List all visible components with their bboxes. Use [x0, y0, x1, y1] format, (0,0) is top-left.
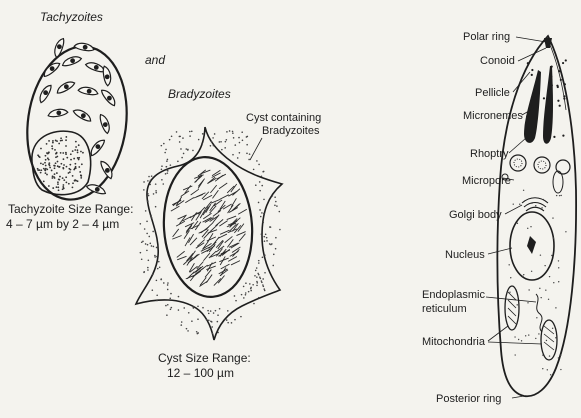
cyst-size-line1: Cyst Size Range: — [158, 351, 251, 365]
tachyzoite-cell — [74, 42, 95, 52]
and-label: and — [145, 53, 165, 67]
tachyzoite-cell — [52, 37, 65, 58]
label-micropore: Micropore — [462, 175, 511, 187]
rhoptries — [524, 66, 553, 144]
tachyzoite-cell — [72, 107, 93, 123]
leader-rhoptry — [509, 138, 526, 153]
tissue-cyst — [136, 127, 282, 340]
label-polar-ring: Polar ring — [463, 31, 510, 43]
bradyzoite-hatching — [171, 170, 247, 287]
tachyzoite-cell — [100, 87, 118, 107]
leader-pellicle — [513, 72, 530, 92]
label-micronemes: Micronemes — [463, 110, 523, 122]
leader-nucleus — [488, 248, 512, 254]
cyst-label-line2: Bradyzoites — [262, 125, 320, 137]
label-posterior-ring: Posterior ring — [436, 393, 501, 405]
label-conoid: Conoid — [480, 55, 515, 67]
cyst-size-line2: 12 – 100 µm — [167, 366, 234, 380]
tachyzoite-cell — [55, 79, 76, 95]
label-golgi-body: Golgi body — [449, 209, 502, 221]
tachyzoite-cell — [88, 137, 106, 157]
tachyzoite-cell — [98, 113, 111, 134]
label-pellicle: Pellicle — [475, 87, 510, 99]
label-nucleus: Nucleus — [445, 249, 485, 261]
tachyzoite-cell — [37, 83, 53, 104]
nucleus-shape — [510, 212, 554, 280]
tachyzoite-cell — [47, 108, 68, 118]
tachyzoite-cells — [37, 37, 118, 195]
label-rhoptry: Rhoptry — [470, 148, 509, 160]
nucleus-stipple — [37, 136, 84, 191]
endoplasmic-reticulum-shape — [536, 294, 542, 332]
tachyzoite-cell — [78, 86, 99, 96]
label-mitochondria: Mitochondria — [422, 336, 486, 348]
leader-posterior-ring — [512, 396, 524, 398]
leader-golgi-body — [505, 205, 522, 214]
tachyzoites-title: Tachyzoites — [40, 10, 103, 24]
cyst-label-line1: Cyst containing — [246, 112, 321, 124]
tachyzoite-size-line2: 4 – 7 µm by 2 – 4 µm — [6, 217, 119, 231]
label-endoplasmic: Endoplasmic — [422, 289, 485, 301]
cytoplasm-granules — [508, 190, 566, 376]
leader-polar-ring — [516, 37, 546, 42]
tachyzoite-size-line1: Tachyzoite Size Range: — [8, 202, 133, 216]
dense-granules — [510, 155, 570, 174]
leader-endoplasmic-reticulum — [486, 297, 536, 302]
bradyzoites-title: Bradyzoites — [168, 87, 231, 101]
label-reticulum: reticulum — [422, 303, 467, 315]
tachyzoite-cell — [61, 54, 82, 67]
host-cell-nucleus — [32, 131, 91, 195]
tachyzoite-cell — [102, 65, 112, 86]
cyst-leader-line — [250, 138, 262, 160]
tachyzoite-cluster — [18, 37, 136, 206]
